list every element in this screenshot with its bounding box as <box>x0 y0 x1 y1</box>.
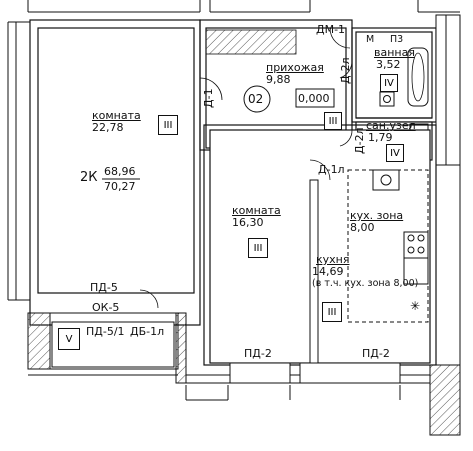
loggia-class-badge: V <box>58 328 80 350</box>
bath-name: ванная <box>374 46 415 59</box>
burner-3 <box>407 246 415 254</box>
kitchen-class-badge: III <box>322 302 342 322</box>
loggia-walls <box>27 312 187 384</box>
bathtub-basin <box>411 52 425 102</box>
burner-2 <box>417 234 425 242</box>
area-total: 68,96 <box>104 165 136 178</box>
room2-name: комната <box>232 204 281 217</box>
bottom-wall <box>185 362 430 401</box>
door-db1l-label: ДБ-1л <box>130 325 165 338</box>
marker-area-value: 0,000 <box>298 92 330 105</box>
room2-area: 16,30 <box>232 216 264 229</box>
riser-mark: ✳ <box>410 299 420 313</box>
kitchen-counter <box>403 257 429 285</box>
room1-walls <box>29 19 201 326</box>
room1-name: комната <box>92 109 141 122</box>
bath-area: 3,52 <box>376 58 401 71</box>
door-d1-label: Д-1 <box>202 88 215 108</box>
room2-class-badge: III <box>248 238 268 258</box>
hall-class-badge: III <box>324 112 342 130</box>
door-pd5-top-label: ПД-5 <box>90 281 118 294</box>
door-swings <box>139 27 353 309</box>
door-d2l-bottom-label: Д-2л <box>353 127 366 154</box>
window-pd2-right-label: ПД-2 <box>362 347 390 360</box>
bath-sink <box>379 91 395 107</box>
burner-1 <box>407 234 415 242</box>
left-wall-band <box>7 21 30 301</box>
hall-wardrobe <box>205 29 297 55</box>
right-column <box>435 14 447 166</box>
fixture-m-label: М <box>366 34 375 45</box>
kitchen-stove <box>403 231 429 259</box>
kitchen-zone-name: кух. зона <box>350 209 404 222</box>
kitchen-note: (в т.ч. кух. зона 8,00) <box>312 278 419 289</box>
room2-kitchen-walls <box>203 124 437 366</box>
area-with-balcony: 70,27 <box>104 180 136 193</box>
bath-sink-drain <box>383 95 391 103</box>
kitchen-name: кухня <box>316 253 350 266</box>
kitchen-sink <box>372 169 400 191</box>
area-marker-box <box>295 88 335 108</box>
wc-class-badge: IV <box>386 144 404 162</box>
apartment-number: 02 <box>248 92 264 106</box>
apartment-code: 2К <box>80 170 98 185</box>
window-pd2-left-label: ПД-2 <box>244 347 272 360</box>
burner-4 <box>417 246 425 254</box>
door-d1l-label: Д-1л <box>318 163 345 176</box>
wc-name: сан.узел <box>366 119 416 132</box>
door-dm1-label: ДМ-1 <box>316 23 346 36</box>
hall-name: прихожая <box>266 61 324 74</box>
room1-class-badge: III <box>158 115 178 135</box>
fixture-p-label: П3 <box>390 34 404 45</box>
wc-area: 1,79 <box>368 131 393 144</box>
kitchen-sink-bowl <box>380 174 392 186</box>
exterior-walls <box>0 0 473 14</box>
kitchen-zone-area: 8,00 <box>350 221 375 234</box>
apartment-number-marker <box>243 85 271 113</box>
room1-area: 22,78 <box>92 121 124 134</box>
right-exterior-walls <box>429 165 461 436</box>
door-d2l-top-label: Д-2л <box>339 57 352 84</box>
bath-class-badge: IV <box>380 74 398 92</box>
right-column-detail <box>445 14 461 166</box>
door-ok5-label: ОК-5 <box>92 301 120 314</box>
door-pd5-bottom-label: ПД-5/1 <box>86 325 125 338</box>
kitchen-area: 14,69 <box>312 265 344 278</box>
hall-area: 9,88 <box>266 73 291 86</box>
